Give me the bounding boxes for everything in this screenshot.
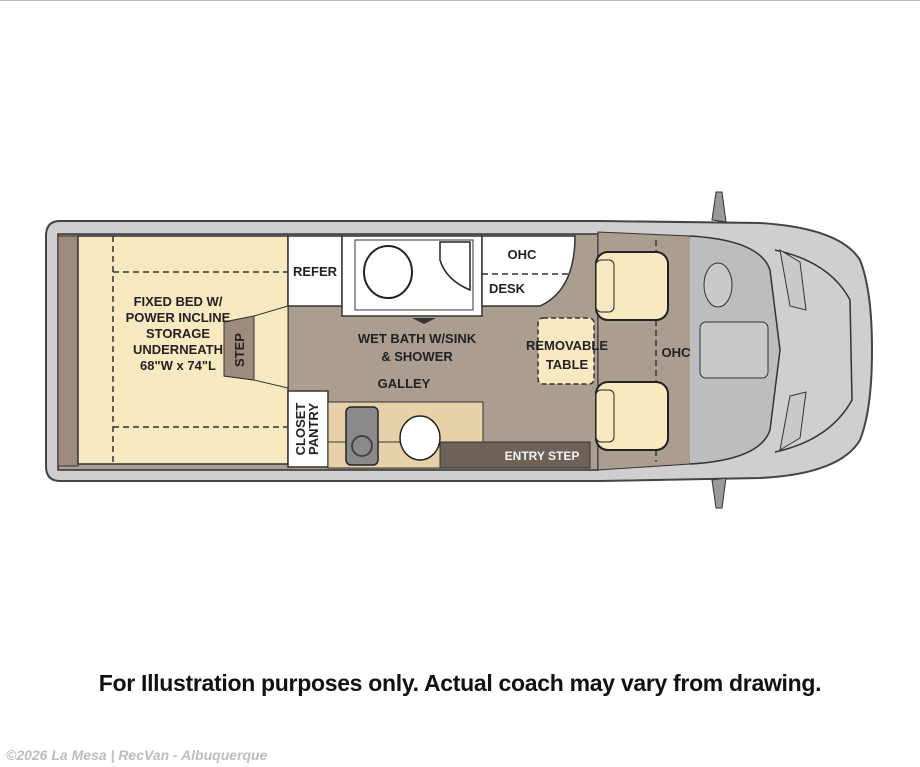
seat-passenger <box>595 381 669 451</box>
bed-label-4: UNDERNEATH <box>133 342 223 357</box>
mirror-left <box>711 191 727 223</box>
top-border <box>0 0 920 1</box>
pantry-label: PANTRY <box>306 403 321 455</box>
bed-label-5: 68"W x 74"L <box>140 358 216 373</box>
entry-step-area <box>439 441 591 469</box>
bed-label-2: POWER INCLINE <box>126 310 231 325</box>
galley-label: GALLEY <box>378 376 431 391</box>
desk-label: DESK <box>489 281 526 296</box>
removable-table <box>537 317 595 385</box>
wet-bath-label-2: & SHOWER <box>381 349 453 364</box>
refer <box>287 235 343 307</box>
table-label-1: REMOVABLE <box>526 338 608 353</box>
step-label: STEP <box>232 333 247 367</box>
seat-driver <box>595 251 669 321</box>
sink <box>399 415 441 461</box>
disclaimer-text: For Illustration purposes only. Actual c… <box>98 670 822 696</box>
closet-pantry <box>287 390 329 468</box>
mirror-right <box>711 477 727 509</box>
copyright-watermark: ©2026 La Mesa | RecVan - Albuquerque <box>6 747 268 763</box>
wet-bath-label-1: WET BATH W/SINK <box>358 331 477 346</box>
ohc-rear-label: OHC <box>508 247 538 262</box>
entry-step-label: ENTRY STEP <box>505 449 580 463</box>
refer-label: REFER <box>293 264 338 279</box>
desk <box>481 235 576 307</box>
closet-label: CLOSET <box>293 403 308 456</box>
table-label-2: TABLE <box>546 357 589 372</box>
bed-label-3: STORAGE <box>146 326 210 341</box>
bed-label-1: FIXED BED W/ <box>134 294 223 309</box>
ohc-cab-label: OHC <box>662 345 692 360</box>
